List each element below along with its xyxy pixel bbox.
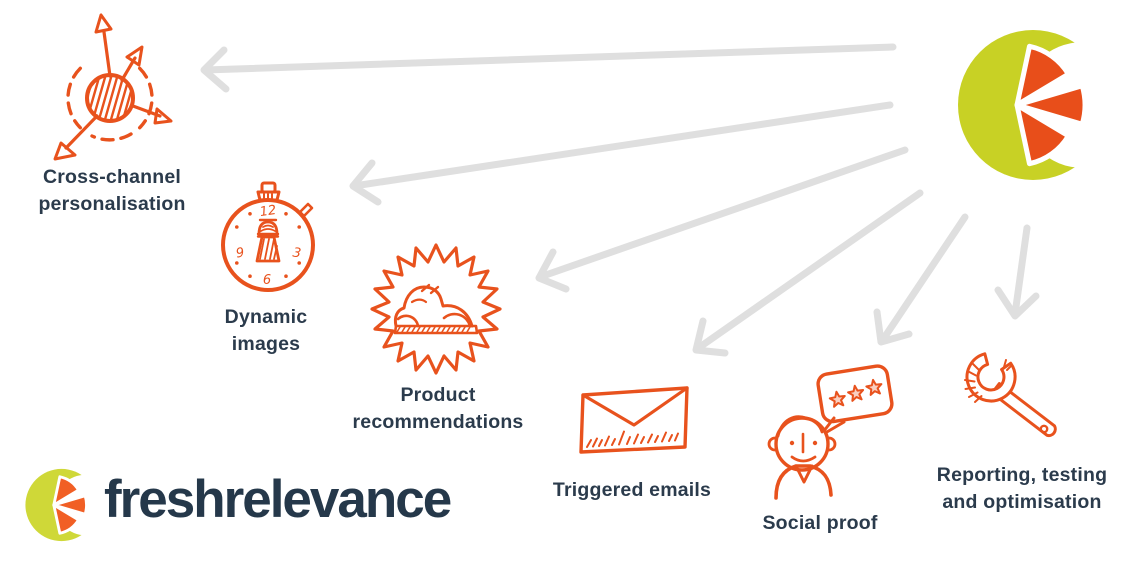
starburst bbox=[370, 243, 502, 375]
arrow-to-triggered-emails bbox=[692, 189, 924, 357]
svg-text:6: 6 bbox=[263, 273, 271, 288]
freshrelevance-citrus-logo-small bbox=[25, 468, 100, 542]
review-bubble bbox=[816, 364, 894, 424]
feature-label-product-recommendations: Product recommendations bbox=[352, 384, 524, 433]
feature-label-social-proof: Social proof bbox=[762, 512, 878, 534]
envelope-icon bbox=[579, 386, 689, 454]
feature-label-cross-channel-personalisation: Cross-channel personalisation bbox=[38, 166, 186, 215]
svg-text:3: 3 bbox=[292, 245, 302, 261]
arrow-to-reporting-testing-optimisation bbox=[994, 224, 1040, 320]
stopwatch-icon: 12 3 6 9 bbox=[221, 181, 315, 292]
person bbox=[767, 415, 837, 500]
svg-text:12: 12 bbox=[259, 203, 277, 220]
person-review-bubble-icon bbox=[767, 364, 894, 500]
orange-segments bbox=[1014, 43, 1088, 167]
wrench-icon bbox=[964, 352, 1057, 438]
feature-label-reporting-testing-optimisation: Reporting, testing and optimisation bbox=[936, 464, 1108, 513]
sneaker-starburst-icon bbox=[370, 243, 502, 375]
arrow-to-product-recommendations bbox=[535, 146, 909, 293]
svg-text:9: 9 bbox=[235, 245, 246, 261]
rating-stars bbox=[828, 378, 883, 408]
arrow-to-dynamic-images bbox=[349, 101, 894, 206]
feature-label-triggered-emails: Triggered emails bbox=[552, 479, 712, 501]
arrow-to-cross-channel-personalisation bbox=[200, 43, 897, 93]
sneaker bbox=[393, 283, 479, 335]
arrow-to-social-proof bbox=[873, 213, 969, 346]
sphere-arrows-icon bbox=[53, 13, 173, 161]
brand-wordmark: freshrelevance bbox=[104, 470, 452, 529]
freshrelevance-citrus-logo bbox=[958, 30, 1113, 180]
feature-label-dynamic-images: Dynamic images bbox=[224, 306, 308, 355]
